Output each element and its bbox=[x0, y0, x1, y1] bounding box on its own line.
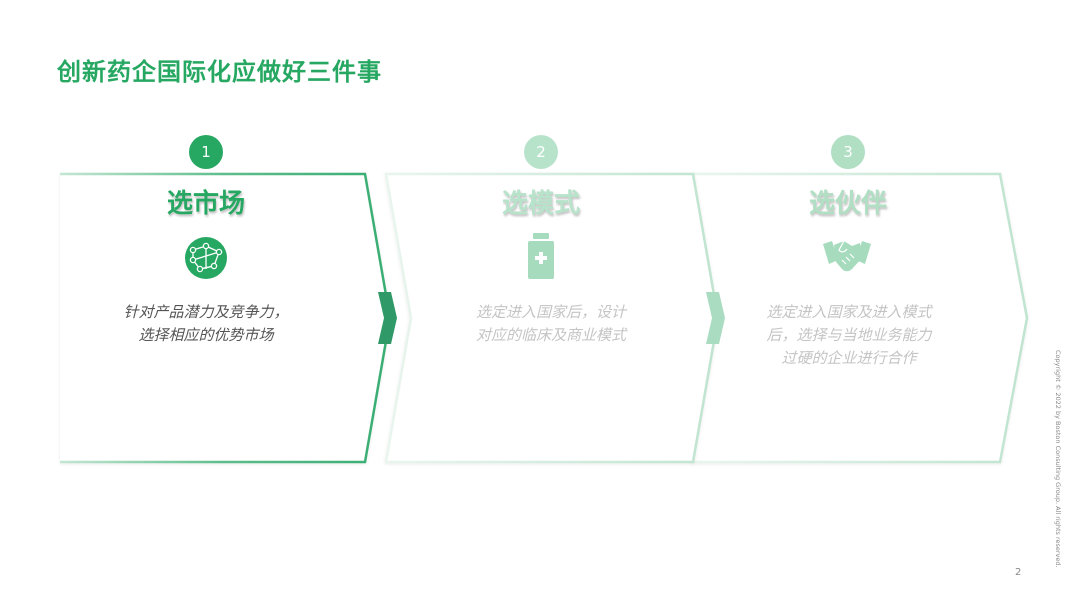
step-1-number: 1 bbox=[189, 135, 223, 169]
handshake-icon bbox=[823, 240, 871, 272]
step-2-description-line: 选定进入国家后，设计 bbox=[475, 303, 626, 321]
step-2-number: 2 bbox=[524, 135, 558, 169]
copyright-notice: Copyright © 2022 by Boston Consulting Gr… bbox=[1054, 350, 1062, 568]
step-2-heading: 选模式 bbox=[501, 189, 580, 219]
step-3-description-line: 后，选择与当地业务能力 bbox=[766, 326, 932, 344]
globe-network-icon bbox=[185, 237, 227, 279]
step-2-description-line: 对应的临床及商业模式 bbox=[475, 326, 626, 344]
step-1-heading: 选市场 bbox=[166, 189, 245, 219]
page-title: 创新药企国际化应做好三件事 bbox=[57, 58, 382, 86]
step-1-description: 针对产品潜力及竞争力， 选择相应的优势市场 bbox=[76, 301, 336, 347]
medicine-bottle-icon bbox=[528, 233, 554, 279]
page-number: 2 bbox=[1015, 567, 1022, 578]
step-3-description-line: 过硬的企业进行合作 bbox=[781, 349, 917, 367]
step-3-description: 选定进入国家及进入模式 后，选择与当地业务能力 过硬的企业进行合作 bbox=[719, 301, 979, 370]
step-2-description: 选定进入国家后，设计 对应的临床及商业模式 bbox=[421, 301, 681, 347]
arrow-marker-1 bbox=[378, 292, 397, 344]
step-3-heading: 选伙伴 bbox=[808, 189, 887, 219]
step-1-description-line: 针对产品潜力及竞争力， bbox=[123, 303, 289, 321]
step-3-description-line: 选定进入国家及进入模式 bbox=[766, 303, 932, 321]
step-1-description-line: 选择相应的优势市场 bbox=[138, 326, 274, 344]
step-2-chevron bbox=[384, 172, 720, 464]
arrow-marker-2 bbox=[706, 292, 725, 344]
step-3-number: 3 bbox=[831, 135, 865, 169]
